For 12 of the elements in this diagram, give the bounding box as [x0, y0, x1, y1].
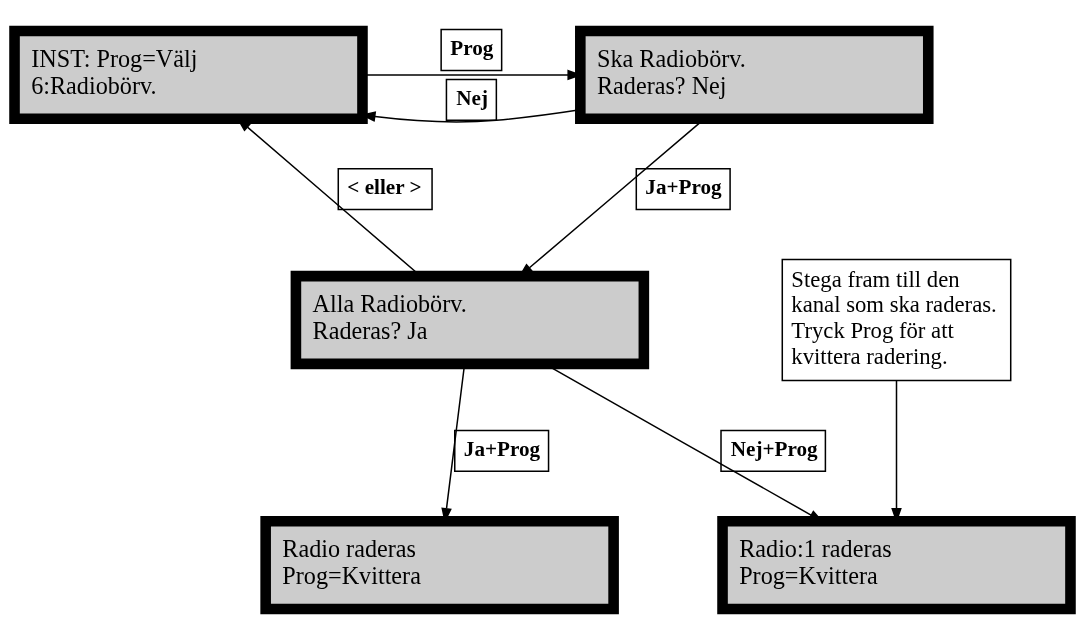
node-box: INST: Prog=Välj 6:Radiobörv.	[9, 25, 368, 124]
node-box: Alla Radiobörv. Raderas? Ja	[290, 270, 650, 369]
node-box: Radio:1 raderas Prog=Kvittera	[717, 515, 1076, 614]
edge-label: Ja+Prog	[463, 436, 541, 461]
edge-label: Nej	[456, 85, 488, 110]
node-box: Stega fram till den kanal som ska raderas. Tryck Prog för att kvittera radering.	[781, 258, 1012, 381]
edge-label: Ja+Prog	[645, 174, 722, 199]
node-box: Ska Radiobörv. Raderas? Nej	[575, 25, 934, 124]
edge-label: < eller >	[347, 174, 422, 199]
node-box: Radio raderas Prog=Kvittera	[260, 515, 619, 614]
edge-label: Prog	[450, 35, 494, 60]
edge-label: Nej+Prog	[730, 436, 818, 461]
